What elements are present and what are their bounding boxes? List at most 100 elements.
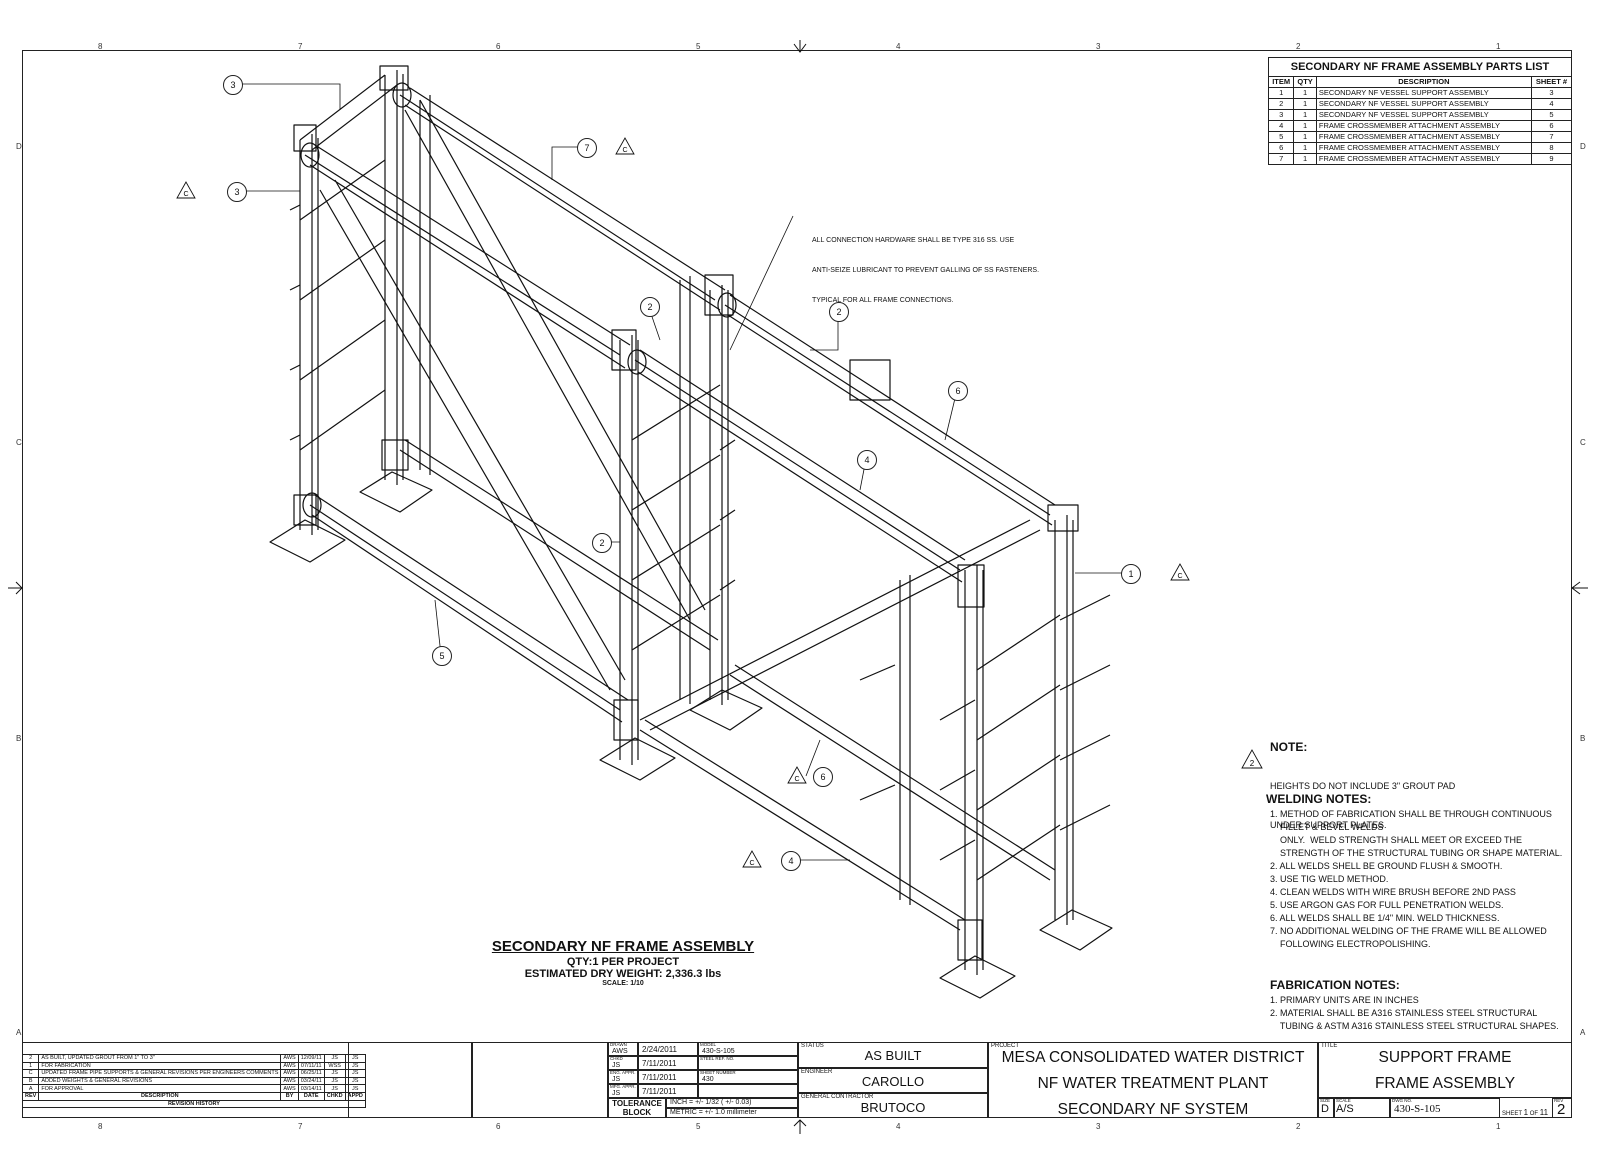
note-line: 3. USE TIG WELD METHOD. xyxy=(1270,874,1389,884)
hardware-callout-note: ALL CONNECTION HARDWARE SHALL BE TYPE 31… xyxy=(812,216,1039,316)
callout-balloon: 4 xyxy=(781,851,801,871)
zone-marker: 5 xyxy=(696,1122,701,1131)
note-line: 5. USE ARGON GAS FOR FULL PENETRATION WE… xyxy=(1270,900,1504,910)
right-top-tubes xyxy=(627,292,1056,583)
drawn-initials: JS xyxy=(612,1062,621,1069)
sheet-number: 1 xyxy=(1523,1108,1529,1117)
size-value: D xyxy=(1321,1103,1329,1115)
title-line-2: FRAME ASSEMBLY xyxy=(1374,1075,1516,1092)
right-bottom-tubes xyxy=(639,519,1056,931)
parts-cell: 7 xyxy=(1267,153,1295,165)
tolerance-metric: METRIC = +/- 1.0 millimeter xyxy=(670,1109,757,1116)
assembly-title: SECONDARY NF FRAME ASSEMBLY xyxy=(491,938,755,955)
callout-balloon: 3 xyxy=(227,182,247,202)
front-right-frame xyxy=(849,359,1113,999)
size-cell xyxy=(1318,1098,1334,1118)
isometric-frame-drawing xyxy=(232,65,1130,999)
drawn-date-cell xyxy=(638,1042,698,1056)
drawn-date-cell xyxy=(638,1070,698,1084)
engineer-cell xyxy=(798,1068,988,1093)
drawn-initials-cell xyxy=(608,1070,638,1084)
zone-marker: 4 xyxy=(896,42,901,51)
blank-block-2 xyxy=(472,1042,608,1118)
drawn-ref-cell xyxy=(698,1042,798,1056)
note-line: 7. NO ADDITIONAL WELDING OF THE FRAME WI… xyxy=(1270,926,1547,936)
delta-tag-label: C xyxy=(749,860,754,867)
hardware-note-line: TYPICAL FOR ALL FRAME CONNECTIONS. xyxy=(812,297,954,304)
back-left-frame xyxy=(269,65,433,563)
note-delta-icon: 2 xyxy=(1241,749,1263,769)
rev-label: REV xyxy=(1554,1098,1564,1103)
note-line: 2. MATERIAL SHALL BE A316 STAINLESS STEE… xyxy=(1270,1008,1538,1018)
project-line-3: SECONDARY NF SYSTEM xyxy=(1057,1101,1249,1118)
zone-marker: 3 xyxy=(1096,42,1101,51)
tolerance-label: TOLERANCE BLOCK xyxy=(612,1099,662,1117)
zone-marker: D xyxy=(1580,142,1586,151)
parts-cell: 1 xyxy=(1293,153,1317,165)
delta-tag-label: C xyxy=(794,776,799,783)
blank-block xyxy=(348,1042,472,1118)
tolerance-inch-cell xyxy=(666,1098,798,1108)
callout-balloon: 1 xyxy=(1121,564,1141,584)
drawn-ref-cell xyxy=(698,1070,798,1084)
bottom-long-tubes xyxy=(302,439,719,723)
callout-balloon: 6 xyxy=(813,767,833,787)
dwg-no-label: DWG NO. xyxy=(1392,1098,1413,1103)
welding-notes-heading: WELDING NOTES: xyxy=(1266,792,1372,806)
note-line: TUBING & ASTM A316 STAINLESS STEEL STRUC… xyxy=(1270,1021,1559,1031)
callout-balloon: 6 xyxy=(948,381,968,401)
drawn-ref-cell xyxy=(698,1056,798,1070)
assembly-qty: QTY:1 PER PROJECT xyxy=(566,956,680,968)
drawn-initials-cell xyxy=(608,1042,638,1056)
callout-balloon: 7 xyxy=(577,138,597,158)
revision-delta-tags: C C C C C xyxy=(176,137,1190,868)
callout-balloon: 2 xyxy=(829,302,849,322)
note-line: ONLY. WELD STRENGTH SHALL MEET OR EXCEED… xyxy=(1270,835,1523,845)
drawn-initials-cell xyxy=(608,1056,638,1070)
project-label: PROJECT xyxy=(991,1043,1020,1049)
drawn-date: 7/11/2011 xyxy=(642,1073,677,1082)
drawn-date: 7/11/2011 xyxy=(642,1059,677,1068)
project-block xyxy=(988,1042,1318,1118)
zone-marker: 3 xyxy=(1096,1122,1101,1131)
note-line: STRENGTH OF THE STRUCTURAL TUBING OR SHA… xyxy=(1270,848,1563,858)
parts-list-table: SECONDARY NF FRAME ASSEMBLY PARTS LIST I… xyxy=(1267,57,1573,165)
drawn-date-cell xyxy=(638,1084,698,1098)
assembly-weight: ESTIMATED DRY WEIGHT: 2,336.3 lbs xyxy=(524,968,722,980)
sheet-label: SHEET xyxy=(1502,1111,1522,1117)
title-line-1: SUPPORT FRAME xyxy=(1378,1049,1512,1066)
sheet-total: 11 xyxy=(1539,1108,1549,1117)
note-line: 6. ALL WELDS SHALL BE 1/4" MIN. WELD THI… xyxy=(1270,913,1500,923)
rev-value: 2 xyxy=(1557,1101,1566,1118)
delta-tag-label: C xyxy=(1177,573,1182,580)
status-cell xyxy=(798,1042,988,1068)
zone-marker: 2 xyxy=(1296,1122,1301,1131)
note-line: 1. METHOD OF FABRICATION SHALL BE THROUG… xyxy=(1270,809,1552,819)
zone-marker: 5 xyxy=(696,42,701,51)
contractor-cell xyxy=(798,1093,988,1118)
status-value: AS BUILT xyxy=(864,1048,922,1063)
drawn-label: CHKD xyxy=(610,1056,623,1061)
zone-marker: 6 xyxy=(496,42,501,51)
tolerance-metric-cell xyxy=(666,1108,798,1118)
middle-frame xyxy=(599,274,763,781)
note-line: FILLET & BEVEL WELDS xyxy=(1270,822,1384,832)
zone-marker: C xyxy=(1580,438,1586,447)
contractor-value: BRUTOCO xyxy=(860,1100,926,1115)
callout-balloon: 5 xyxy=(432,646,452,666)
callout-balloon: 2 xyxy=(592,533,612,553)
ref-value: 430-S-105 xyxy=(702,1048,735,1055)
size-label: SIZE xyxy=(1320,1098,1331,1103)
sheet-indicator: SHEET 1 OF 11 xyxy=(1502,1108,1548,1117)
contractor-label: GENERAL CONTRACTOR xyxy=(801,1094,874,1100)
assembly-scale: SCALE: 1/10 xyxy=(602,980,644,987)
delta-tag-label: C xyxy=(183,191,188,198)
note-line: 2. ALL WELDS SHELL BE GROUND FLUSH & SMO… xyxy=(1270,861,1503,871)
zone-marker: A xyxy=(1580,1028,1586,1037)
drawn-date-cell xyxy=(638,1056,698,1070)
zone-marker: 2 xyxy=(1296,42,1301,51)
